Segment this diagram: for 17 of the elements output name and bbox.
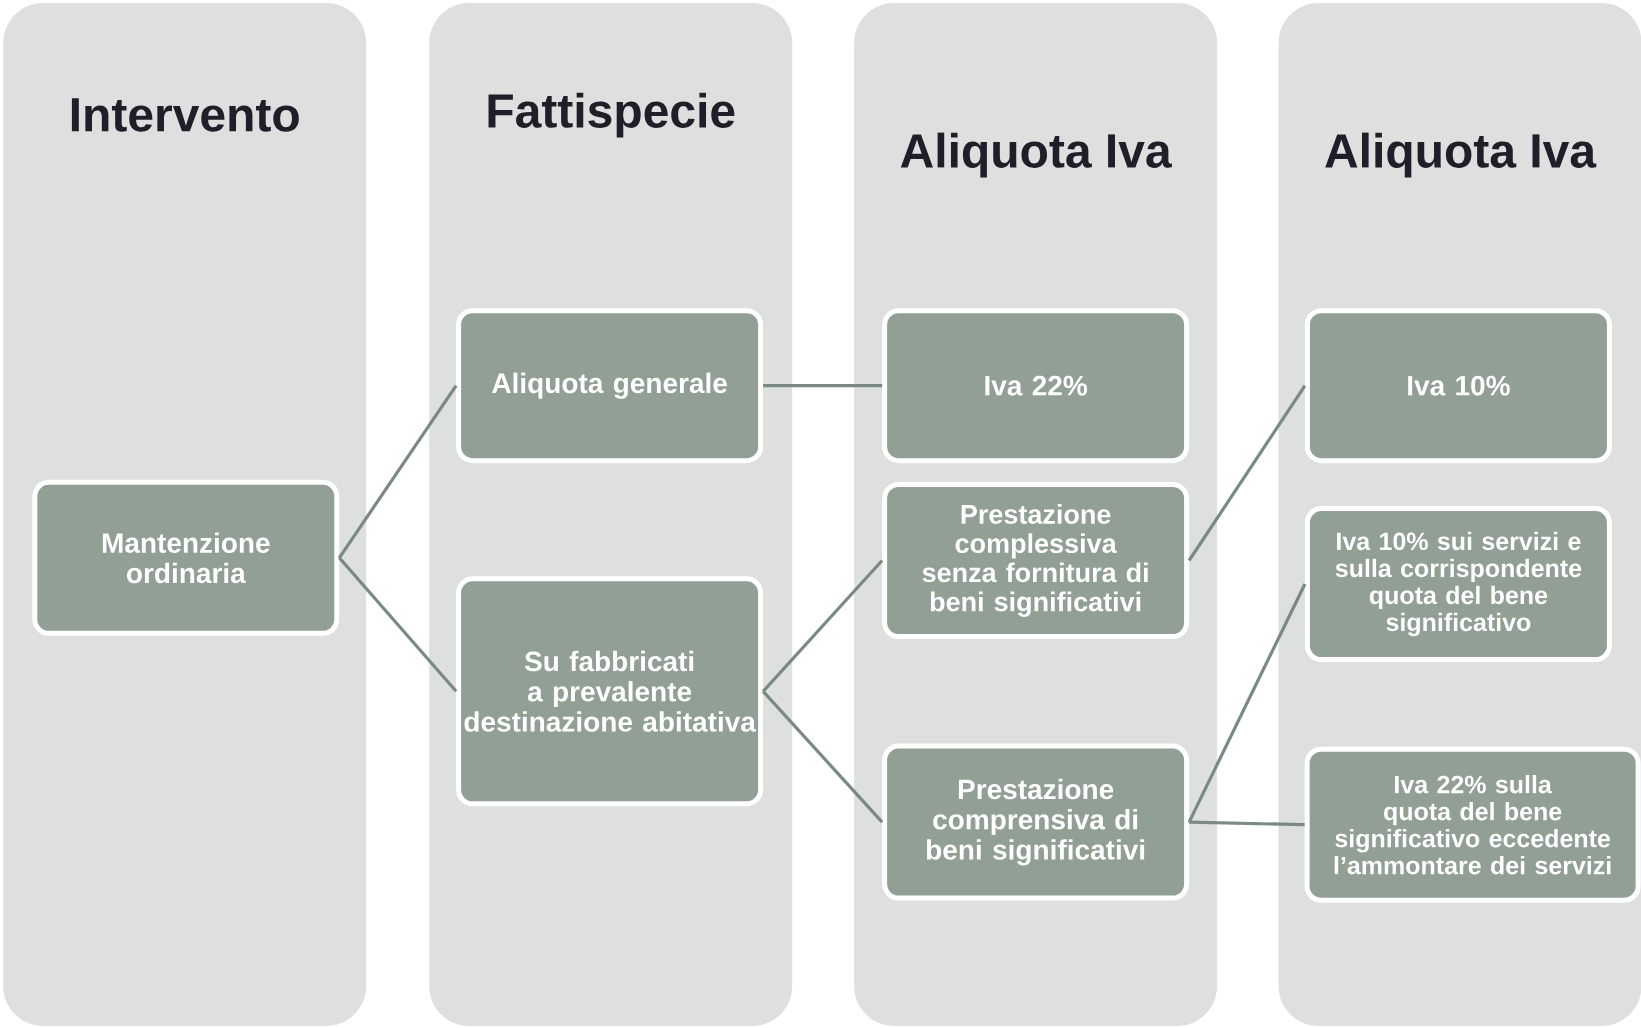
text-box: Aliquota generale: [456, 308, 764, 464]
text-box: Prestazione complessiva senza fornitura di beni significativi: [882, 482, 1190, 639]
connector-line: [1187, 583, 1307, 823]
text-box: Mantenzione ordinaria: [32, 479, 340, 636]
connector-line: [1187, 384, 1307, 562]
text-box: Iva 10% sui servizi e sulla corrispondente quota del bene significativo: [1304, 506, 1612, 662]
text-box: Iva 10%: [1304, 308, 1612, 464]
text-box: Su fabbricati a prevalente destinazione abitativa: [456, 576, 764, 807]
connector-line: [763, 384, 883, 388]
connector-line: [761, 690, 884, 824]
connector-line: [761, 559, 884, 693]
connector-line: [1189, 820, 1305, 827]
connector-line: [338, 384, 458, 559]
connector-line: [338, 556, 458, 693]
text-box: Prestazione comprensiva di beni significativi: [882, 743, 1190, 901]
text-box: Iva 22% sulla quota del bene significativo eccedente l’ammontare dei servizi: [1304, 746, 1641, 903]
text-box: Iva 22%: [882, 308, 1190, 464]
